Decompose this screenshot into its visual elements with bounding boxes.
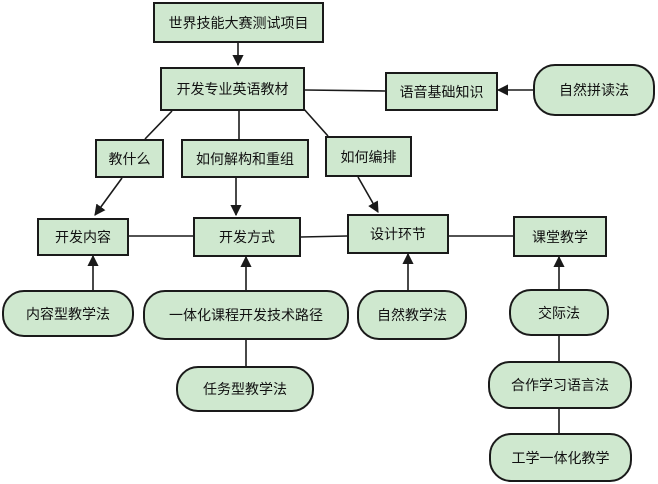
node-how-restructure[interactable]: 如何解构和重组: [181, 139, 309, 178]
line-dev-method-to-design: [300, 235, 348, 238]
node-classroom[interactable]: 课堂教学: [513, 216, 607, 257]
arrow-teach-what-to-dev-content: [94, 177, 123, 216]
node-textbook[interactable]: 开发专业英语教材: [160, 67, 305, 111]
node-phonics-base[interactable]: 语音基础知识: [385, 72, 498, 111]
node-how-arrange[interactable]: 如何编排: [325, 136, 412, 177]
arrow-how-arrange-to-design: [357, 176, 379, 213]
node-dev-method[interactable]: 开发方式: [193, 217, 301, 257]
node-task-based[interactable]: 任务型教学法: [176, 366, 314, 412]
node-content-based[interactable]: 内容型教学法: [2, 290, 134, 337]
node-natural-phonics[interactable]: 自然拼读法: [533, 64, 655, 116]
node-communicative[interactable]: 交际法: [509, 289, 609, 336]
node-work-study[interactable]: 工学一体化教学: [489, 433, 632, 482]
line-textbook-to-how-arrange: [302, 107, 329, 137]
node-dev-content[interactable]: 开发内容: [37, 218, 129, 256]
node-cooperative[interactable]: 合作学习语言法: [488, 361, 632, 409]
node-top[interactable]: 世界技能大赛测试项目: [153, 2, 324, 43]
node-design[interactable]: 设计环节: [347, 214, 449, 254]
node-teach-what[interactable]: 教什么: [95, 139, 164, 178]
line-textbook-to-teach-what: [144, 110, 173, 140]
line-textbook-to-phonics: [304, 89, 386, 92]
node-integrated-path[interactable]: 一体化课程开发技术路径: [143, 290, 349, 340]
node-natural-teaching[interactable]: 自然教学法: [357, 290, 467, 340]
